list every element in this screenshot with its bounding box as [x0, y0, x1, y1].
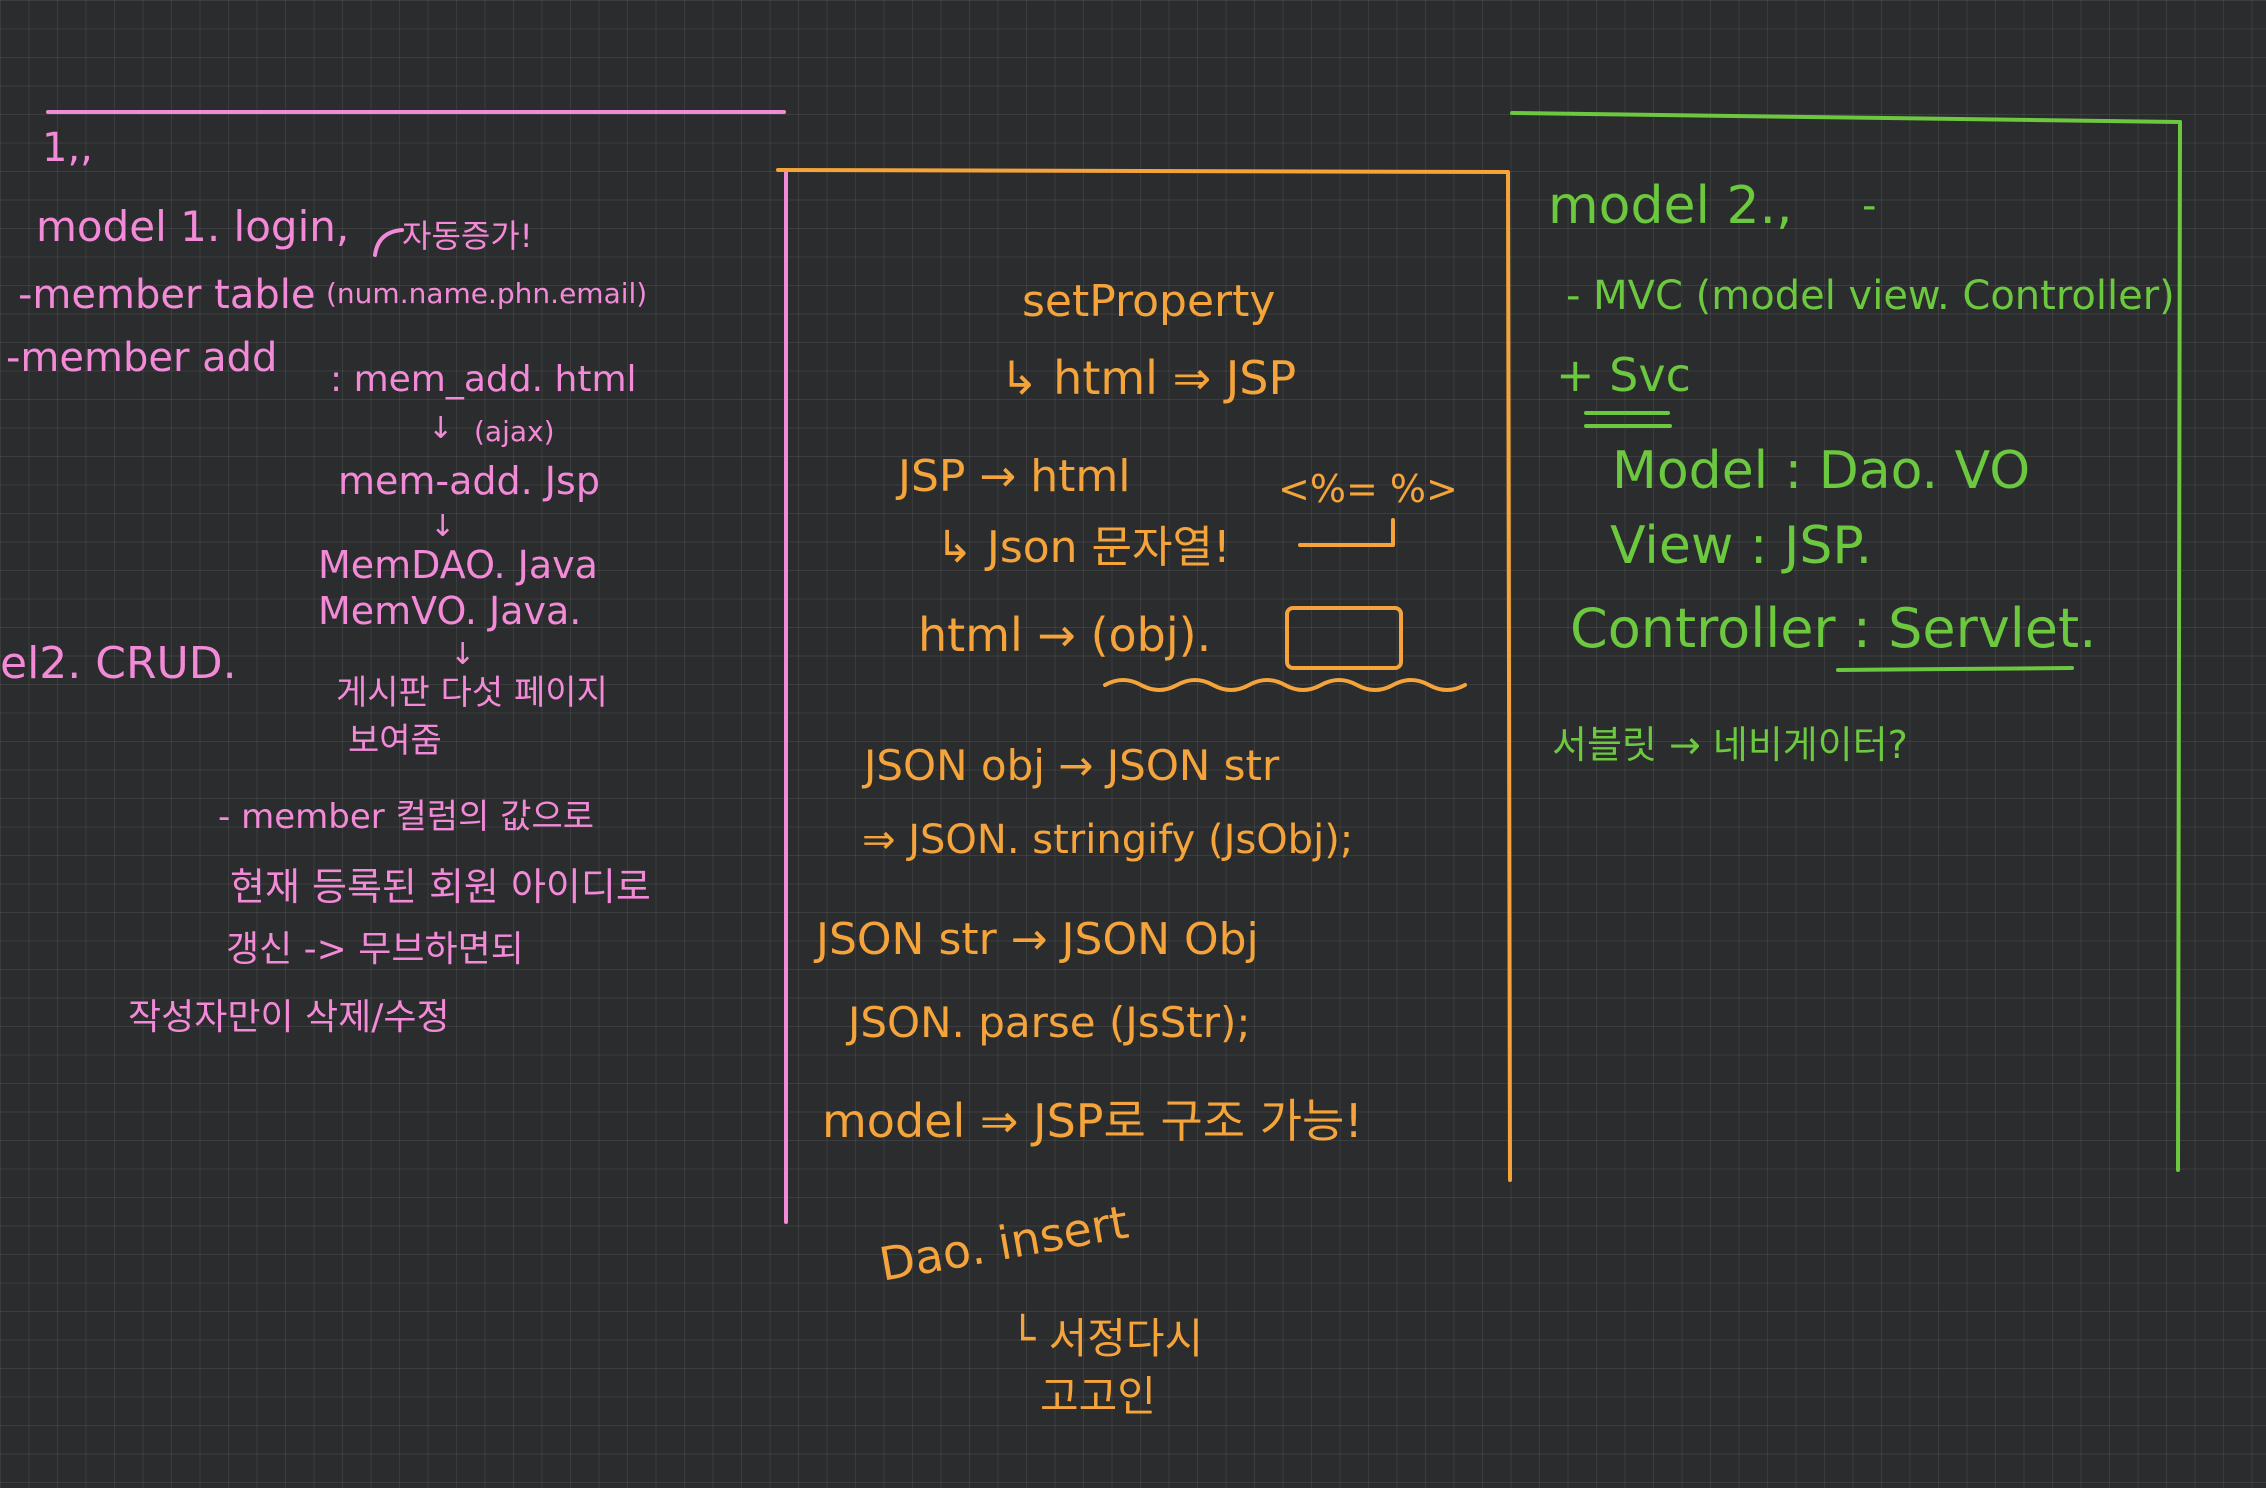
dao-note-line-1: └ 서정다시 — [1010, 1318, 1203, 1360]
note-line-2: 현재 등록된 회원 아이디로 — [230, 868, 651, 906]
flow-arrow-3: ↓ — [450, 640, 475, 670]
model2-title: model 2., — [1548, 180, 1793, 232]
flow-jsp: mem-add. Jsp — [338, 462, 600, 500]
green-dash-mark: - — [1862, 186, 1876, 226]
flow-arrow-1: ↓ — [428, 414, 453, 444]
orange-bracket — [1300, 520, 1393, 545]
flow-dao: MemDAO. Java — [318, 546, 598, 584]
flow-vo: MemVO. Java. — [318, 592, 581, 630]
plus-svc: + Svc — [1556, 352, 1691, 398]
orange-wavy-underline — [1105, 680, 1465, 690]
orange-blank-box — [1287, 608, 1401, 668]
json-parse: JSON. parse (JsStr); — [848, 1002, 1251, 1044]
expression-tag: <%= %> — [1278, 470, 1458, 508]
flow-arrow-2: ↓ — [430, 512, 455, 542]
green-servlet-underline — [1838, 668, 2072, 670]
html-obj: html → (obj). — [918, 612, 1211, 658]
member-table-columns: (num.name.phn.email) — [326, 280, 647, 308]
set-property: setProperty — [1022, 280, 1275, 324]
member-add-label: -member add — [6, 338, 277, 378]
note-line-3: 갱신 -> 무브하면되 — [226, 932, 524, 968]
flow-board-line-1: 게시판 다섯 페이지 — [336, 676, 608, 710]
json-string: ↳ Json 문자열! — [936, 526, 1231, 570]
html-to-jsp: ↳ html ⇒ JSP — [1000, 355, 1296, 401]
jsp-to-html: JSP → html — [898, 455, 1131, 499]
view-line: View : JSP. — [1610, 520, 1872, 572]
member-table-label: -member table — [18, 275, 315, 315]
pink-annotation-hook — [375, 230, 402, 255]
green-top-rule — [1512, 113, 2180, 122]
flow-html: : mem_add. html — [330, 362, 637, 398]
note-line-4: 작성자만이 삭제/수정 — [128, 1000, 450, 1036]
model2-crud: el2. CRUD. — [0, 642, 237, 686]
flow-board-line-2: 보여줌 — [348, 724, 442, 758]
green-divider — [2178, 122, 2180, 1170]
servlet-navigator-note: 서블릿 → 네비게이터? — [1552, 726, 1908, 764]
json-obj-to-str: JSON obj → JSON str — [864, 745, 1279, 787]
heading-number: 1,, — [42, 128, 93, 168]
controller-line: Controller : Servlet. — [1570, 602, 2096, 656]
mvc-definition: - MVC (model view. Controller) — [1566, 276, 2175, 316]
json-str-to-obj: JSON str → JSON Obj — [816, 918, 1259, 962]
model1-title: model 1. login, — [36, 206, 349, 248]
model-line: Model : Dao. VO — [1612, 445, 2030, 497]
flow-ajax: (ajax) — [474, 418, 555, 446]
dao-note-line-2: 고고인 — [1040, 1376, 1156, 1418]
annotation-auto-increment: 자동증가! — [402, 220, 533, 252]
note-line-1: - member 컬럼의 값으로 — [218, 800, 594, 834]
json-stringify: ⇒ JSON. stringify (JsObj); — [862, 820, 1353, 860]
model-to-jsp: model ⇒ JSP로 구조 가능! — [822, 1098, 1363, 1144]
